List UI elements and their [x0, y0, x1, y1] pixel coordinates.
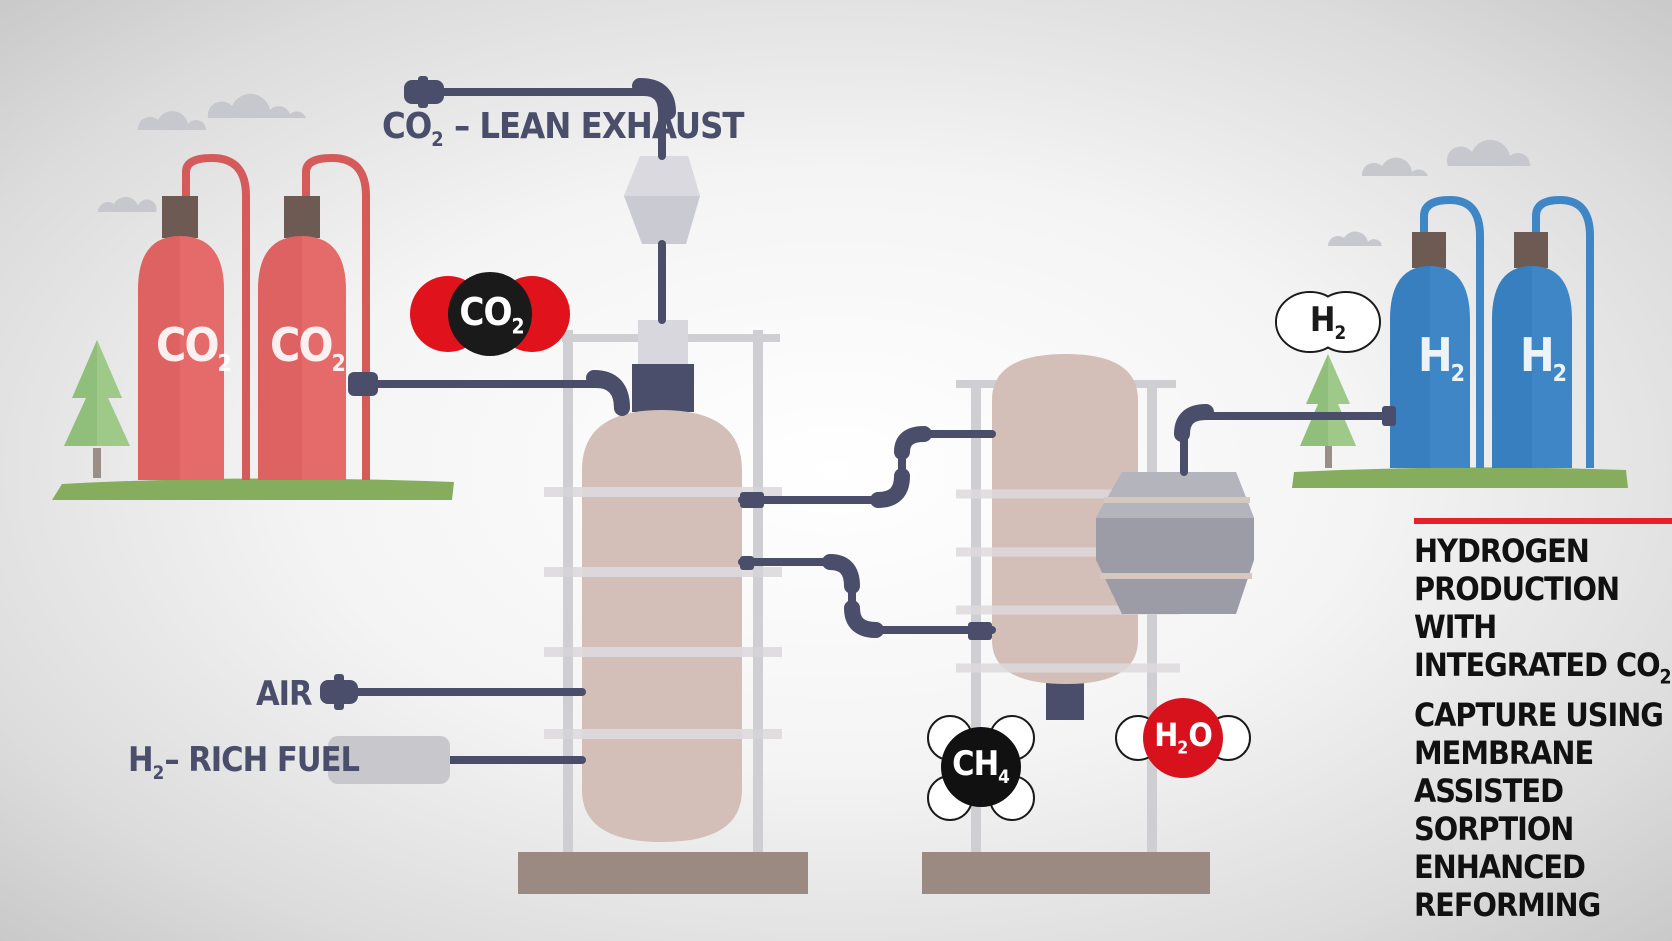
co2-tank-1 [138, 153, 250, 480]
pipes [336, 78, 1394, 764]
co2-molecule-label: CO2 [459, 290, 525, 339]
title-line-7: SORPTION [1414, 810, 1574, 849]
diagram-title: HYDROGEN PRODUCTION WITH INTEGRATED CO2 … [1414, 518, 1672, 924]
h2-tank-2-label: H2 [1520, 328, 1568, 388]
pipe-fittings [320, 76, 1396, 710]
fuel-inlet-box [328, 736, 450, 784]
ch4-molecule-label: CH4 [952, 744, 1010, 788]
left-reactor-vessel [582, 320, 742, 842]
title-line-8: ENHANCED [1414, 848, 1586, 887]
h2-molecule-icon [1275, 291, 1381, 353]
right-reactor-vessel [992, 354, 1138, 720]
title-line-6: ASSISTED [1414, 772, 1564, 811]
co2-lean-exhaust-label: CO2 – LEAN EXHAUST [382, 106, 745, 152]
h2-tank-1-label: H2 [1418, 328, 1466, 388]
left-reactor-rings [544, 487, 782, 739]
h2o-molecule-icon [1115, 698, 1251, 778]
co2-tank-2-label: CO2 [270, 318, 346, 378]
title-line-3: INTEGRATED CO2 [1414, 646, 1672, 689]
ch4-molecule-icon [927, 715, 1035, 821]
tree-icon [64, 340, 130, 478]
title-line-5: MEMBRANE [1414, 734, 1594, 773]
h2o-molecule-label: H2O [1154, 716, 1213, 759]
h2-tank-1 [1390, 195, 1484, 468]
co2-tank-1-label: CO2 [156, 318, 232, 378]
co2-tank-2 [258, 153, 370, 480]
ground-left [52, 478, 454, 500]
cloud-icon [98, 93, 1531, 246]
co2-molecule-icon [410, 272, 570, 356]
tree-icon [1300, 354, 1356, 468]
air-label: AIR [256, 674, 313, 714]
right-reactor-base [922, 852, 1210, 894]
h2-tank-2 [1492, 195, 1594, 468]
title-line-4: CAPTURE USING [1414, 696, 1664, 735]
exhaust-separator [624, 156, 700, 244]
h2-molecule-label: H2 [1309, 300, 1347, 344]
title-accent-bar [1414, 518, 1672, 524]
left-reactor-base [518, 852, 808, 894]
title-line-1: HYDROGEN [1414, 532, 1590, 570]
title-line-2: PRODUCTION WITH [1414, 570, 1620, 646]
membrane-module [1096, 472, 1254, 614]
ground-right [1292, 467, 1628, 488]
h2-rich-fuel-label: H2– RICH FUEL [128, 740, 360, 784]
title-line-9: REFORMING [1414, 886, 1601, 925]
